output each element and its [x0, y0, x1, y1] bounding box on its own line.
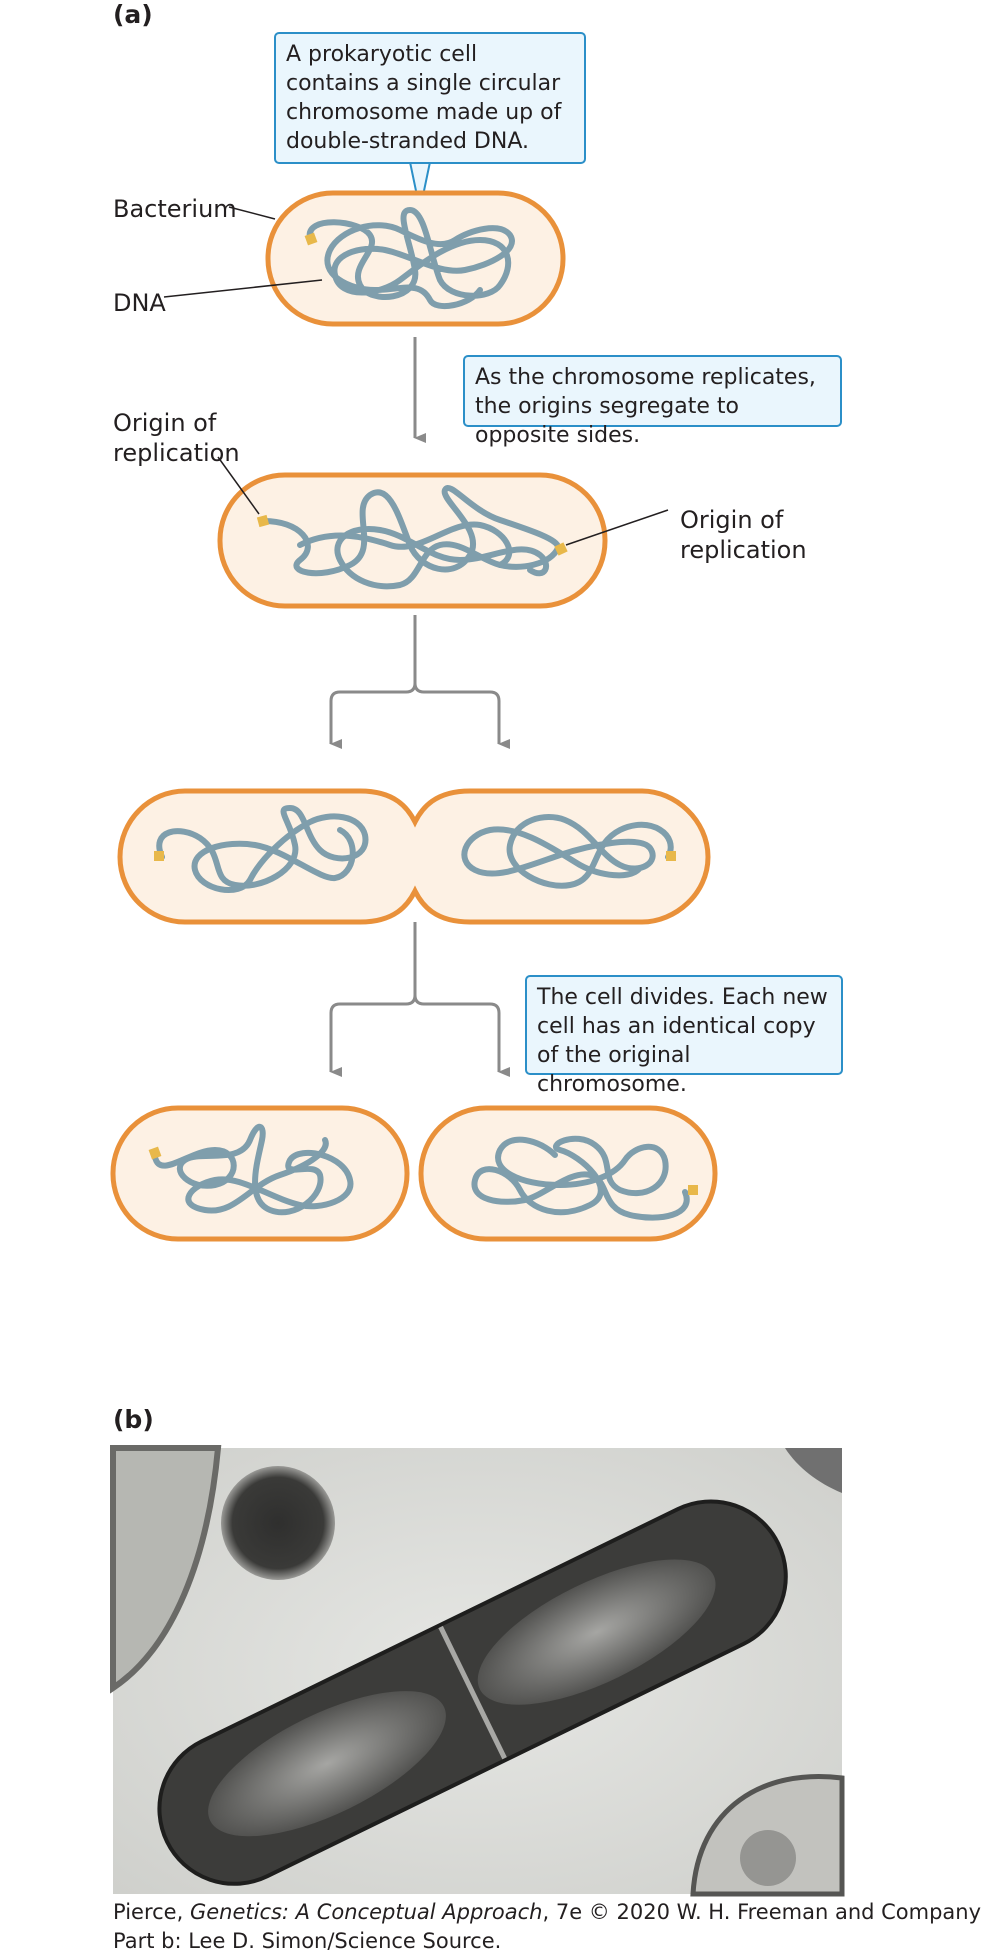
origin-marker [554, 542, 568, 556]
origin-marker [256, 514, 270, 528]
label-origin-left-line2: replication [113, 439, 240, 467]
label-bacterium: Bacterium [113, 195, 237, 223]
credit-line-1: Pierce, Genetics: A Conceptual Approach,… [113, 1898, 981, 1927]
bacterium-leader [228, 206, 276, 220]
panel-b-label: (b) [113, 1405, 154, 1434]
callout-chromosome: A prokaryotic cell contains a single cir… [274, 32, 586, 164]
dna-loop [306, 206, 515, 310]
dna-loop [152, 1123, 690, 1221]
label-origin-right-line1: Origin of [680, 506, 784, 534]
arrow-divide [329, 922, 510, 1077]
credit-suffix: , 7e © 2020 W. H. Freeman and Company [542, 1900, 981, 1924]
callout-segregate: As the chromosome replicates, the origin… [463, 355, 842, 448]
origin-marker [148, 1146, 162, 1160]
credit-line-2: Part b: Lee D. Simon/Science Source. [113, 1929, 502, 1953]
credit-prefix: Pierce, [113, 1900, 190, 1924]
daughter-cell-right [418, 1105, 718, 1242]
origin-marker [666, 851, 676, 861]
origin-marker [304, 232, 318, 246]
label-origin-left-line1: Origin of [113, 409, 217, 437]
credit-book-title: Genetics: A Conceptual Approach [189, 1900, 543, 1924]
daughter-cell-left [110, 1105, 410, 1242]
micrograph [110, 1445, 845, 1897]
origin-left-leader [217, 456, 260, 515]
arrow-segregate [329, 615, 510, 749]
dividing-cell [117, 788, 711, 925]
dna-loop [156, 804, 674, 894]
label-origin-right-line2: replication [680, 536, 807, 564]
dna-leader [163, 279, 323, 298]
origin-marker [154, 851, 164, 861]
label-dna: DNA [113, 289, 166, 317]
callout-divide: The cell divides. Each new cell has an i… [525, 975, 843, 1097]
dna-loop [259, 485, 561, 590]
cell-division-diagram [110, 161, 718, 1242]
origin-marker [688, 1185, 698, 1195]
origin-right-leader [565, 509, 669, 546]
panel-a-label: (a) [113, 0, 153, 29]
